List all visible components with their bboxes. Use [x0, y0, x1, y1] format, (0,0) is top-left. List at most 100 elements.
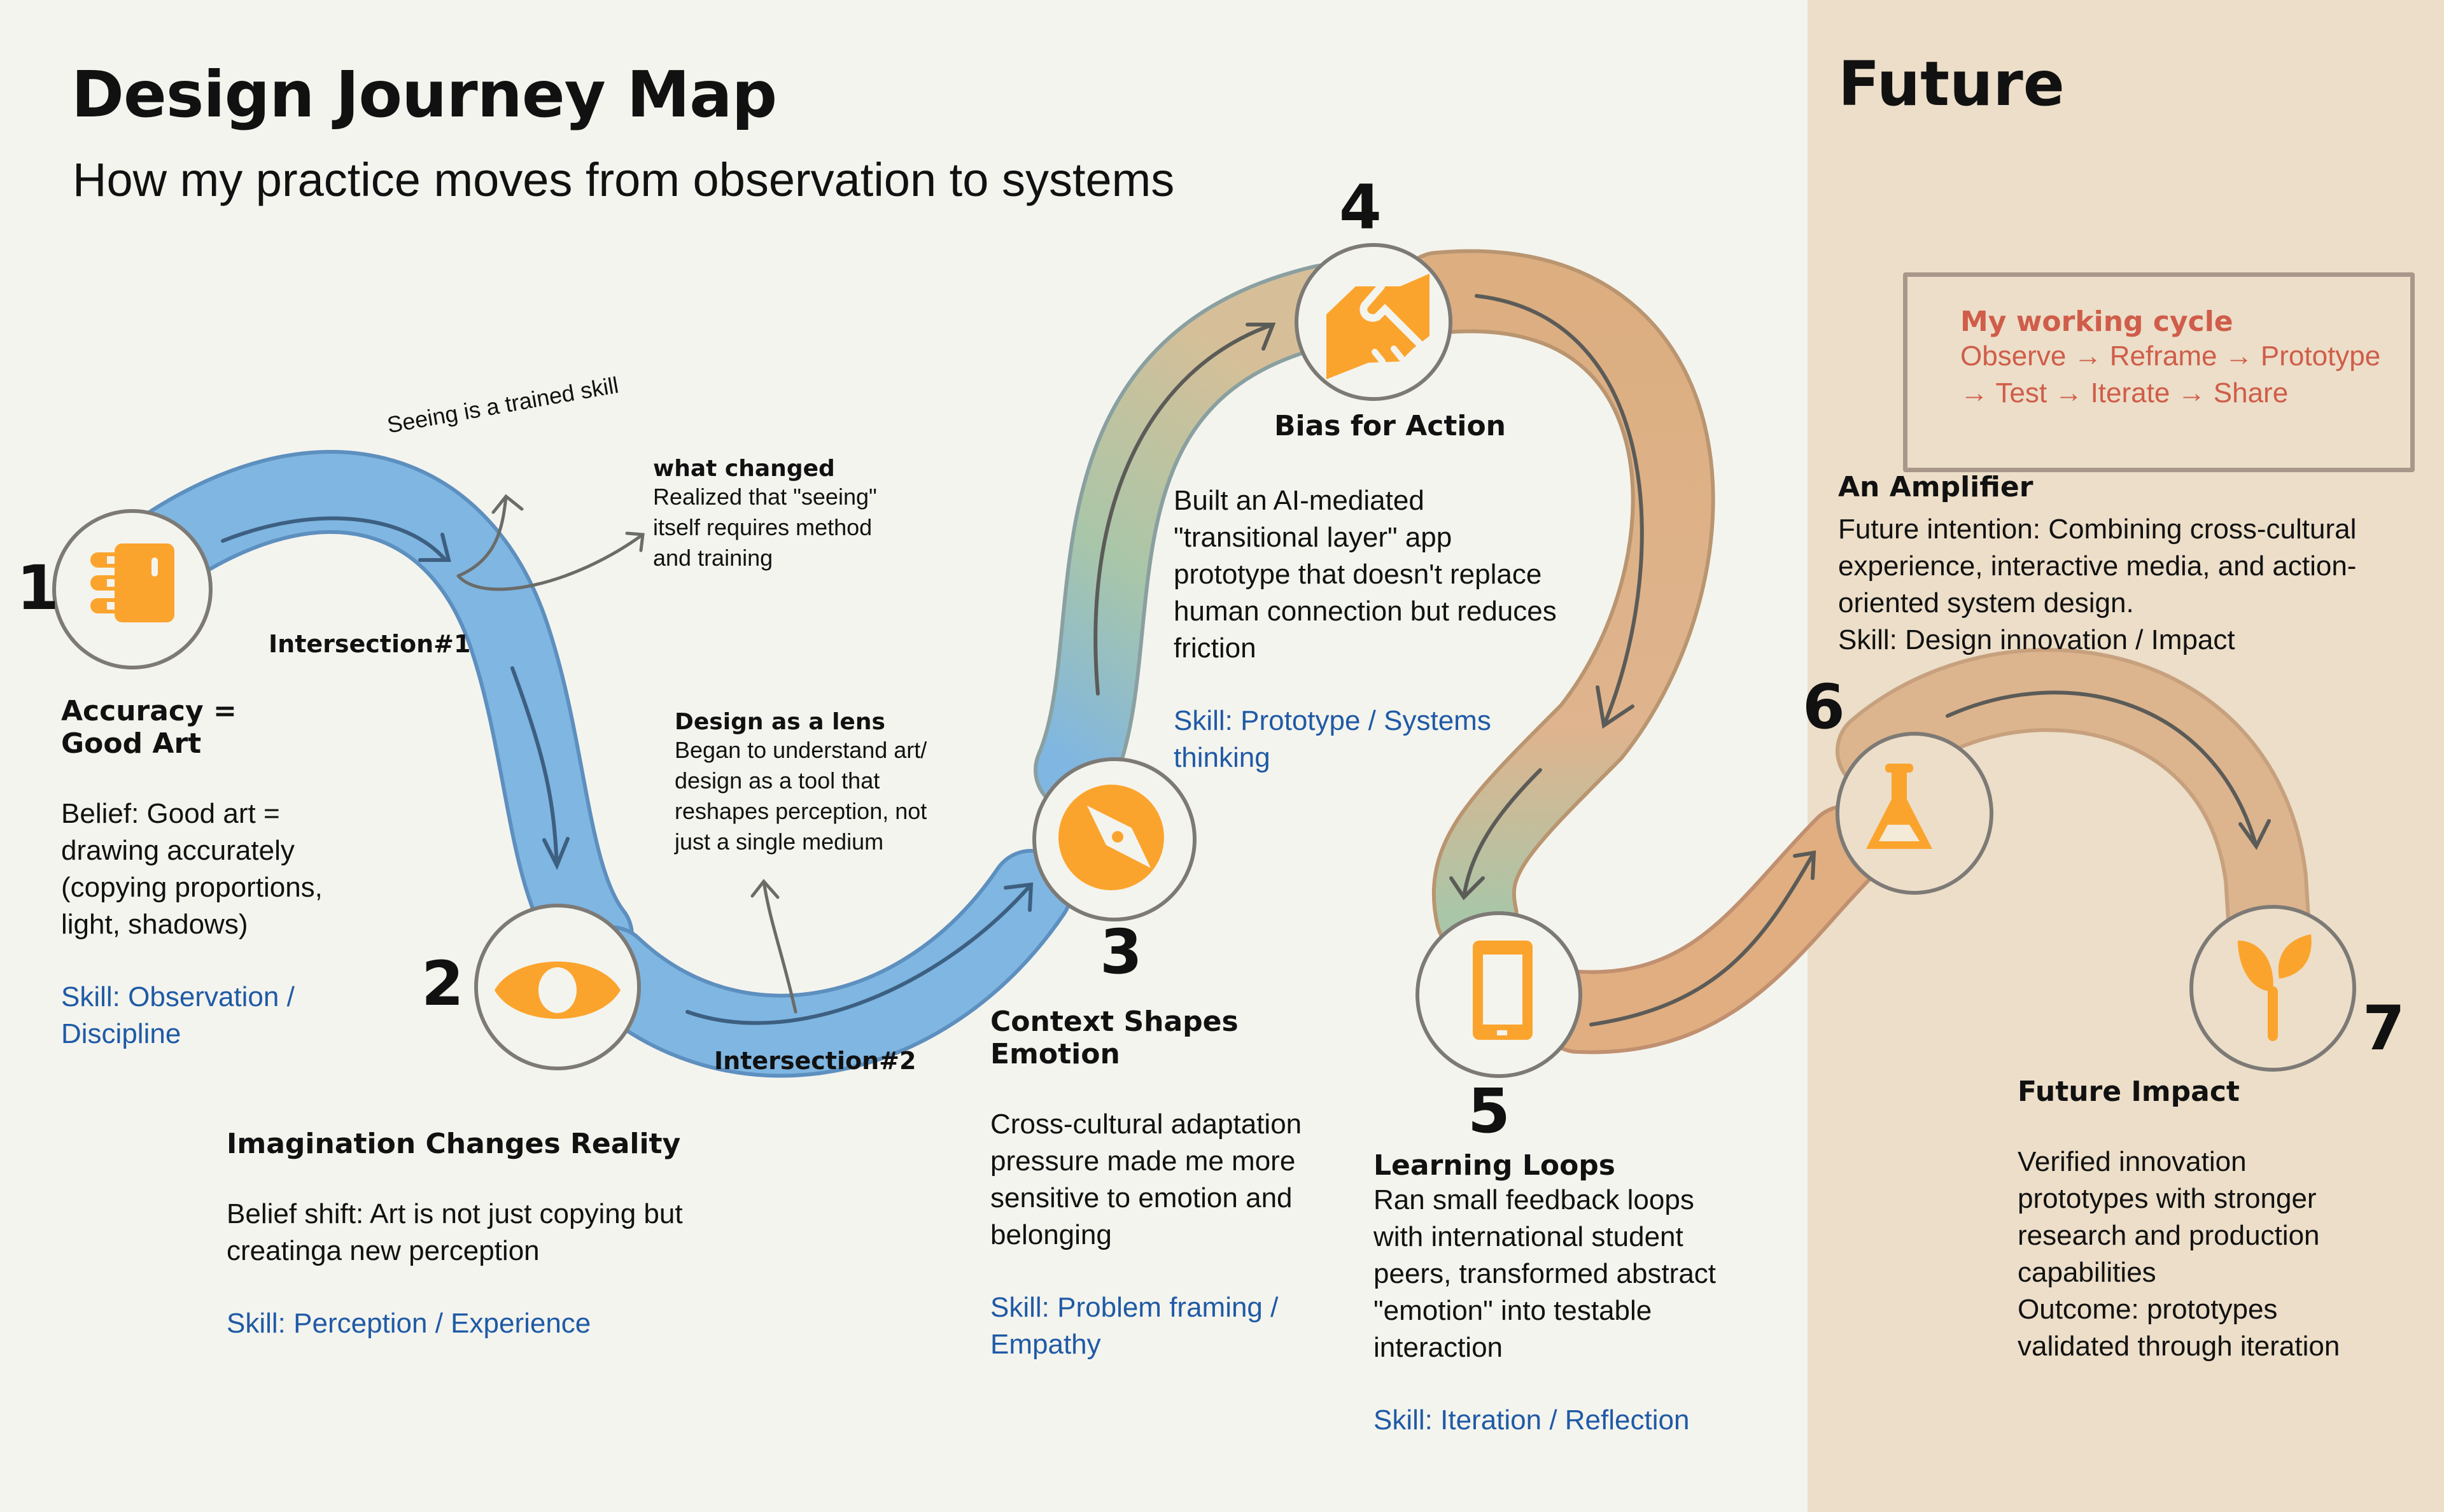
- stage-number: 4: [1339, 172, 1382, 243]
- direction-arrow: [1589, 850, 1816, 1026]
- stage-title: Imagination Changes Reality: [227, 1128, 681, 1160]
- stage-body: Skill: Design innovation / Impact: [1838, 624, 2235, 655]
- stage-body: Outcome: prototypes: [2018, 1294, 2278, 1325]
- stage-body: Cross-cultural adaptation: [990, 1109, 1302, 1140]
- stage-title: Learning Loops: [1373, 1149, 1615, 1182]
- annotation-design-lens: Design as a lens Began to understand art…: [675, 709, 927, 857]
- stage-number: 2: [421, 948, 464, 1019]
- annotation-line: Began to understand art/: [675, 737, 927, 763]
- stage-card-5: Learning Loops Ran small feedback loops …: [1373, 1149, 1806, 1439]
- sprout-icon: [2238, 934, 2312, 1041]
- working-cycle-line: Observe → Reframe → Prototype: [1960, 340, 2381, 372]
- direction-arrow: [510, 666, 570, 871]
- annotation-line: Realized that "seeing": [653, 484, 877, 510]
- stage-node-4[interactable]: [1295, 243, 1452, 401]
- stage-skill: Empathy: [990, 1329, 1101, 1360]
- stage-body: belonging: [990, 1219, 1112, 1250]
- stage-body: validated through iteration: [2018, 1331, 2340, 1362]
- stage-title: An Amplifier: [1838, 471, 2033, 503]
- stage-body: friction: [1174, 633, 1256, 664]
- stage-body: Future intention: Combining cross-cultur…: [1838, 514, 2357, 545]
- notebook-icon: [90, 543, 174, 622]
- flask-icon: [1866, 764, 1932, 849]
- intersection-label-2: Intersection#2: [714, 1047, 916, 1075]
- stage-body: Belief: Good art =: [61, 798, 280, 829]
- compass-icon: [1058, 785, 1164, 890]
- smartphone-icon: [1473, 941, 1533, 1040]
- stage-number: 7: [2363, 993, 2405, 1064]
- stage-node-6[interactable]: [1836, 732, 1993, 895]
- direction-arrow: [1093, 323, 1276, 696]
- working-cycle: My working cycle Observe → Reframe → Pro…: [1960, 305, 2380, 412]
- stage-body: Verified innovation: [2018, 1146, 2247, 1177]
- stage-title: Bias for Action: [1274, 410, 1506, 442]
- annotation-title: Design as a lens: [675, 709, 885, 735]
- annotation-arrow: [456, 531, 645, 591]
- direction-arrow: [1449, 768, 1542, 900]
- stage-skill: Skill: Problem framing /: [990, 1292, 1279, 1323]
- annotation-title: what changed: [653, 456, 835, 482]
- stage-body: pressure made me more: [990, 1145, 1296, 1177]
- stage-skill: Discipline: [61, 1018, 181, 1049]
- direction-arrow: [685, 882, 1034, 1025]
- future-section-title: Future: [1838, 48, 2065, 120]
- stage-node-7[interactable]: [2189, 905, 2356, 1072]
- stage-body: capabilities: [2018, 1257, 2156, 1288]
- stage-body: interaction: [1373, 1332, 1503, 1363]
- stage-body: light, shadows): [61, 909, 248, 940]
- stage-body: (copying proportions,: [61, 872, 323, 903]
- annotation-line: reshapes perception, not: [675, 798, 927, 824]
- stage-node-2[interactable]: [474, 904, 641, 1070]
- stage-body: sensitive to emotion and: [990, 1182, 1293, 1214]
- stage-skill: Skill: Prototype / Systems: [1174, 705, 1491, 736]
- annotation-arrow: [456, 494, 524, 578]
- stage-title-4: Bias for Action: [1274, 410, 1506, 442]
- stage-body: human connection but reduces: [1174, 596, 1557, 627]
- stage-body: prototype that doesn't replace: [1174, 559, 1542, 590]
- stage-body: drawing accurately: [61, 835, 295, 866]
- working-cycle-line: → Test → Iterate → Share: [1960, 377, 2289, 409]
- stage-title: Context Shapes Emotion: [990, 1005, 1239, 1070]
- stage-body: "transitional layer" app: [1174, 522, 1452, 553]
- page-subtitle: How my practice moves from observation t…: [73, 153, 1175, 206]
- stage-card-2: Imagination Changes Reality Belief shift…: [227, 1128, 799, 1342]
- stage-body: experience, interactive media, and actio…: [1838, 550, 2357, 582]
- stage-body: oriented system design.: [1838, 587, 2134, 619]
- stage-skill: thinking: [1174, 742, 1270, 773]
- annotation-line: and training: [653, 545, 773, 571]
- working-cycle-title: My working cycle: [1960, 305, 2233, 338]
- stage-number: 3: [1100, 916, 1142, 988]
- stage-node-5[interactable]: [1415, 911, 1582, 1078]
- stage-card-1: Accuracy = Good Art Belief: Good art = d…: [61, 695, 392, 1053]
- stage-card-7: Future Impact Verified innovation protot…: [2018, 1075, 2438, 1365]
- stage-node-1[interactable]: [52, 509, 213, 669]
- direction-arrow: [1946, 690, 2271, 850]
- annotation-arrow: [750, 879, 797, 1014]
- intersection-label-1: Intersection#1: [269, 630, 471, 658]
- stage-number: 1: [17, 552, 59, 624]
- stage-card-3: Context Shapes Emotion Cross-cultural ad…: [990, 1005, 1372, 1363]
- annotation-line: design as a tool that: [675, 767, 880, 794]
- stage-card-4: Built an AI-mediated "transitional layer…: [1174, 482, 1619, 776]
- annotation-line: itself requires method: [653, 514, 873, 540]
- direction-arrow: [1475, 294, 1644, 729]
- stage-body: research and production: [2018, 1220, 2320, 1251]
- working-cycle-box: [1903, 272, 2415, 472]
- stage-body: with international student: [1373, 1221, 1683, 1252]
- stage-title: Future Impact: [2018, 1075, 2240, 1108]
- stage-body: Ran small feedback loops: [1373, 1184, 1694, 1215]
- stage-body: "emotion" into testable: [1373, 1295, 1652, 1326]
- stage-title: Accuracy =: [61, 695, 237, 727]
- stage-card-6: An Amplifier Future intention: Combining…: [1838, 471, 2436, 659]
- eye-icon: [495, 962, 621, 1019]
- stage-body: creatinga new perception: [227, 1235, 540, 1266]
- annotation-what-changed: what changed Realized that "seeing" itse…: [653, 456, 877, 573]
- stage-skill: Skill: Iteration / Reflection: [1373, 1404, 1690, 1436]
- direction-arrow: [221, 516, 451, 562]
- page-title: Design Journey Map: [71, 57, 777, 132]
- stage-title: Good Art: [61, 727, 202, 760]
- stage-node-3[interactable]: [1032, 757, 1197, 921]
- annotation-line: just a single medium: [675, 829, 884, 855]
- stage-number: 6: [1802, 671, 1845, 743]
